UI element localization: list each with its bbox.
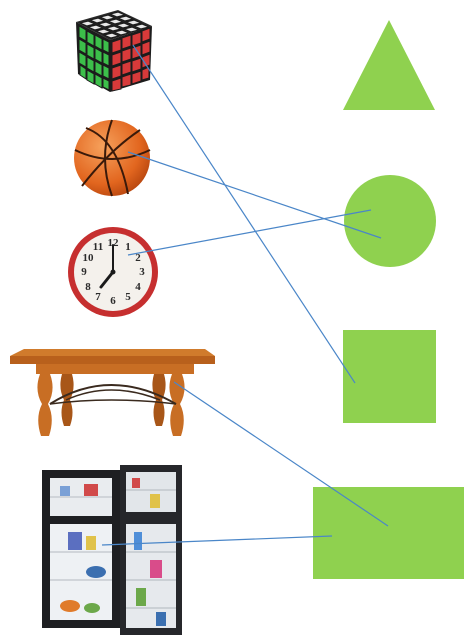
table-icon[interactable] — [10, 349, 215, 436]
clock-numeral-6: 6 — [110, 295, 116, 307]
clock-numeral-1: 1 — [125, 241, 131, 253]
basketball-icon[interactable] — [74, 120, 150, 196]
match-line-cube-square — [133, 45, 355, 383]
cube-icon[interactable] — [76, 10, 152, 92]
square-shape[interactable] — [343, 330, 436, 423]
clock-icon[interactable]: 12 1 2 3 4 5 6 7 8 9 10 11 — [68, 227, 158, 317]
match-line-clock-circle — [128, 210, 371, 255]
clock-numeral-8: 8 — [85, 281, 91, 293]
clock-numeral-3: 3 — [139, 266, 145, 278]
clock-numeral-4: 4 — [135, 281, 141, 293]
fridge-icon[interactable] — [42, 465, 182, 635]
triangle-shape[interactable] — [343, 20, 435, 110]
rectangle-shape[interactable] — [313, 487, 464, 579]
clock-numeral-10: 10 — [83, 252, 95, 264]
match-line-basketball-circle — [128, 152, 381, 238]
circle-shape[interactable] — [344, 175, 436, 267]
clock-numeral-7: 7 — [95, 291, 101, 303]
clock-numeral-5: 5 — [125, 291, 131, 303]
clock-numeral-9: 9 — [81, 266, 87, 278]
clock-numeral-11: 11 — [93, 241, 103, 253]
